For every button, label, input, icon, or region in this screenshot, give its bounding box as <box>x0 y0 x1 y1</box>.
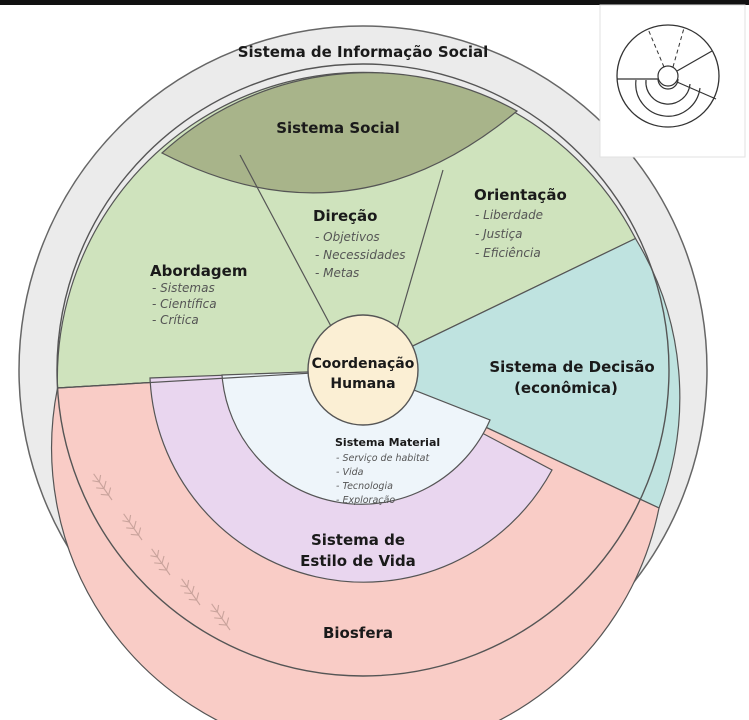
abordagem-title: Abordagem <box>150 262 247 280</box>
lifestyle-label-line1: Sistema de <box>311 531 405 549</box>
material-item: - Tecnologia <box>336 481 393 492</box>
inner-circle-outline <box>56 63 670 677</box>
social-system-cap <box>160 72 519 194</box>
center-label-line1: Coordenação <box>312 356 415 372</box>
direcao-title: Direção <box>313 207 377 225</box>
material-title: Sistema Material <box>335 436 440 449</box>
social-system-label: Sistema Social <box>276 119 400 137</box>
decision-label-line2: (econômica) <box>514 379 618 397</box>
feather-decoration <box>92 473 231 631</box>
orientacao-item: - Eficiência <box>475 246 541 260</box>
orientacao-title: Orientação <box>474 186 567 204</box>
direcao-item: - Objetivos <box>315 230 380 244</box>
biosphere-label: Biosfera <box>323 624 393 642</box>
center-label-line2: Humana <box>330 376 395 392</box>
material-item: - Serviço de habitat <box>336 453 430 464</box>
decision-sector <box>361 237 681 509</box>
thumbnail-key-icon <box>599 4 746 158</box>
abordagem-item: - Científica <box>152 297 217 311</box>
center-circle <box>307 314 419 426</box>
divider-direcao-orientacao <box>394 169 444 336</box>
divider-abordagem-direcao <box>239 154 334 331</box>
decision-label-line1: Sistema de Decisão <box>489 358 654 376</box>
orientacao-item: - Liberdade <box>475 208 543 222</box>
material-item: - Vida <box>336 467 364 478</box>
abordagem-item: - Sistemas <box>152 281 215 295</box>
lifestyle-label-line2: Estilo de Vida <box>300 552 416 570</box>
material-item: - Exploração <box>336 495 395 506</box>
top-rule <box>0 0 749 5</box>
direcao-item: - Necessidades <box>315 248 406 262</box>
material-band <box>221 369 491 505</box>
outer-ring-label: Sistema de Informação Social <box>238 43 489 61</box>
abordagem-item: - Crítica <box>152 313 199 327</box>
orientacao-item: - Justiça <box>475 227 523 241</box>
direcao-item: - Metas <box>315 266 359 280</box>
